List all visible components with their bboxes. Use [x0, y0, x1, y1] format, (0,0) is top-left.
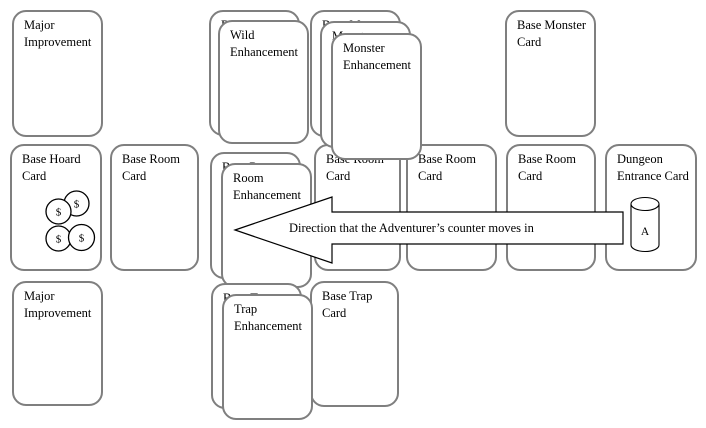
- card-label: Base Room Card: [518, 152, 576, 183]
- card-base-room-4: Base Room Card: [506, 144, 596, 271]
- card-label: Trap Enhancement: [234, 302, 303, 333]
- card-base-trap: Base Trap Card: [310, 281, 399, 407]
- card-label: Base Trap Card: [322, 289, 373, 320]
- card-label: Room Enhancement: [233, 171, 302, 202]
- card-major-improvement-top: Major Improvement: [12, 10, 103, 137]
- card-label: Base Room Card: [122, 152, 180, 183]
- card-dungeon-entrance: Dungeon Entrance Card: [605, 144, 697, 271]
- card-label: Base Monster Card: [517, 18, 587, 49]
- direction-arrow-label: Direction that the Adventurer’s counter …: [289, 221, 534, 235]
- card-base-room-3: Base Room Card: [406, 144, 497, 271]
- card-label: Major Improvement: [24, 289, 92, 320]
- card-wild-enhancement: Wild Enhancement: [218, 20, 309, 144]
- card-base-room-1: Base Room Card: [110, 144, 199, 271]
- card-label: Dungeon Entrance Card: [617, 152, 689, 183]
- card-base-monster: Base Monster Card: [505, 10, 596, 137]
- card-monster-enhancement: Monster Enhancement: [331, 33, 422, 160]
- card-base-hoard: Base Hoard Card: [10, 144, 102, 271]
- card-trap-enhancement: Trap Enhancement: [222, 294, 313, 420]
- card-label: Base Room Card: [418, 152, 476, 183]
- card-label: Monster Enhancement: [343, 41, 412, 72]
- card-label: Base Hoard Card: [22, 152, 81, 183]
- card-label: Wild Enhancement: [230, 28, 299, 59]
- card-label: Major Improvement: [24, 18, 92, 49]
- card-base-room-2: Base Room Card: [314, 144, 401, 271]
- card-major-improvement-bottom: Major Improvement: [12, 281, 103, 406]
